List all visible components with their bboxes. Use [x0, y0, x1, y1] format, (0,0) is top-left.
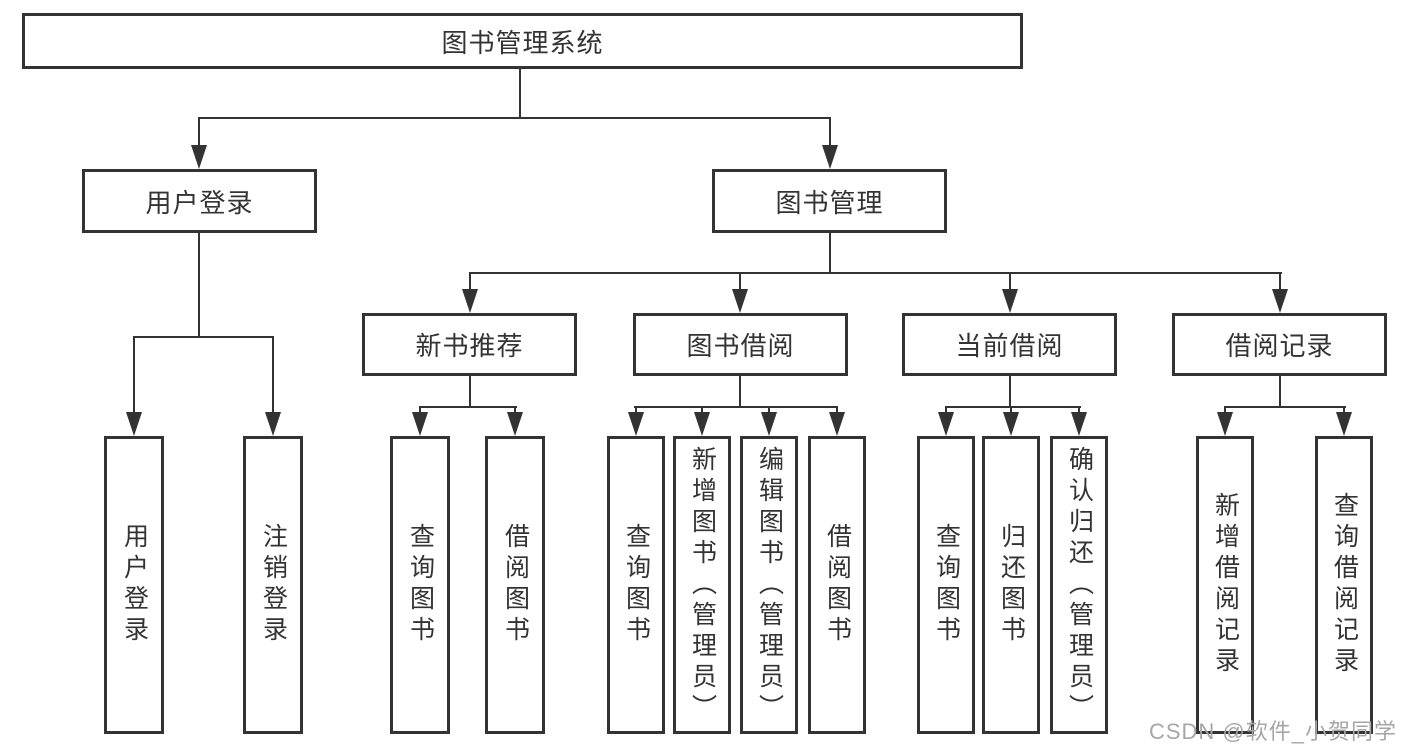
arrow-down-icon — [761, 412, 777, 436]
leaf-return-book: 归还图书 — [982, 436, 1040, 734]
leaf-borrow-books-2: 借阅图书 — [808, 436, 866, 734]
arrow-down-icon — [829, 412, 845, 436]
leaf-return-book-label: 归还图书 — [997, 523, 1026, 647]
leaf-borrow-books-2-label: 借阅图书 — [823, 523, 852, 647]
connector-stub — [739, 375, 741, 408]
arrow-down-icon — [507, 412, 523, 436]
leaf-query-books-3: 查询图书 — [917, 436, 975, 734]
leaf-user-login: 用户登录 — [104, 436, 164, 734]
node-borrowing-records-label: 借阅记录 — [1225, 331, 1334, 361]
leaf-query-books-2-label: 查询图书 — [622, 523, 651, 647]
leaf-query-borrow-record: 查询借阅记录 — [1315, 436, 1373, 734]
connector-drop — [945, 406, 947, 416]
arrow-down-icon — [1336, 412, 1352, 436]
arrow-down-icon — [1217, 412, 1233, 436]
connector-drop — [1010, 406, 1012, 416]
node-book-borrowing: 图书借阅 — [633, 313, 848, 376]
leaf-confirm-return-admin: 确认归还（管理员） — [1050, 436, 1108, 734]
connector-stub — [469, 375, 471, 408]
connector-drop — [469, 272, 471, 293]
arrow-down-icon — [694, 412, 710, 436]
connector-branch — [419, 406, 517, 408]
connector-drop — [272, 336, 274, 414]
connector-userlogin-branch — [133, 336, 274, 338]
node-user-login-label: 用户登录 — [145, 187, 254, 218]
leaf-query-borrow-record-label: 查询借阅记录 — [1330, 492, 1359, 678]
node-book-management-label: 图书管理 — [775, 187, 884, 218]
connector-level2-branch — [198, 117, 831, 119]
arrow-down-icon — [412, 412, 428, 436]
node-current-borrowing: 当前借阅 — [902, 313, 1117, 376]
leaf-add-borrow-record: 新增借阅记录 — [1196, 436, 1254, 734]
connector-drop — [701, 406, 703, 416]
connector-drop-book-mgmt — [829, 117, 831, 149]
arrow-down-icon — [126, 412, 142, 436]
arrow-down-icon — [1071, 412, 1087, 436]
arrow-down-icon — [191, 145, 207, 169]
connector-drop — [1078, 406, 1080, 416]
arrow-down-icon — [822, 145, 838, 169]
leaf-query-books-1-label: 查询图书 — [406, 523, 435, 647]
connector-drop — [836, 406, 838, 416]
connector-drop — [133, 336, 135, 414]
connector-drop — [1224, 406, 1226, 416]
connector-drop — [1343, 406, 1345, 416]
leaf-logout-login: 注销登录 — [243, 436, 303, 734]
connector-root-stub — [519, 69, 521, 118]
connector-stub — [1279, 375, 1281, 408]
node-book-borrowing-label: 图书借阅 — [686, 331, 795, 361]
arrow-down-icon — [1272, 289, 1288, 313]
leaf-borrow-books-1-label: 借阅图书 — [501, 523, 530, 647]
node-book-management: 图书管理 — [712, 169, 947, 233]
leaf-borrow-books-1: 借阅图书 — [485, 436, 545, 734]
connector-drop — [1279, 272, 1281, 293]
leaf-add-book-admin: 新增图书（管理员） — [673, 436, 731, 734]
leaf-user-login-label: 用户登录 — [120, 523, 149, 647]
node-new-book-recommend: 新书推荐 — [362, 313, 577, 376]
node-current-borrowing-label: 当前借阅 — [955, 331, 1064, 361]
leaf-query-books-3-label: 查询图书 — [932, 523, 961, 647]
leaf-query-books-2: 查询图书 — [607, 436, 665, 734]
arrow-down-icon — [938, 412, 954, 436]
connector-branch — [1224, 406, 1346, 408]
connector-branch — [634, 406, 838, 408]
connector-drop — [739, 272, 741, 293]
connector-userlogin-stub — [198, 233, 200, 338]
connector-stub — [1009, 375, 1011, 408]
leaf-edit-book-admin-label: 编辑图书（管理员） — [755, 445, 784, 725]
arrow-down-icon — [732, 289, 748, 313]
arrow-down-icon — [628, 412, 644, 436]
connector-branch — [945, 406, 1081, 408]
connector-level3-branch — [469, 272, 1282, 274]
arrow-down-icon — [462, 289, 478, 313]
leaf-logout-login-label: 注销登录 — [259, 523, 288, 647]
csdn-watermark: CSDN @软件_小贺同学 — [1148, 719, 1397, 744]
connector-bookmgmt-stub — [829, 233, 831, 274]
arrow-down-icon — [265, 412, 281, 436]
node-new-book-recommend-label: 新书推荐 — [415, 331, 524, 361]
leaf-add-book-admin-label: 新增图书（管理员） — [688, 445, 717, 725]
connector-drop — [514, 406, 516, 416]
node-borrowing-records: 借阅记录 — [1172, 313, 1387, 376]
node-root: 图书管理系统 — [22, 13, 1023, 69]
connector-drop — [1009, 272, 1011, 293]
arrow-down-icon — [1003, 412, 1019, 436]
connector-drop — [768, 406, 770, 416]
connector-drop-user-login — [198, 117, 200, 149]
leaf-query-books-1: 查询图书 — [390, 436, 450, 734]
leaf-edit-book-admin: 编辑图书（管理员） — [740, 436, 798, 734]
connector-drop — [635, 406, 637, 416]
node-user-login: 用户登录 — [82, 169, 317, 233]
connector-drop — [419, 406, 421, 416]
arrow-down-icon — [1002, 289, 1018, 313]
leaf-add-borrow-record-label: 新增借阅记录 — [1211, 492, 1240, 678]
leaf-confirm-return-admin-label: 确认归还（管理员） — [1065, 445, 1094, 725]
node-root-label: 图书管理系统 — [441, 27, 604, 58]
